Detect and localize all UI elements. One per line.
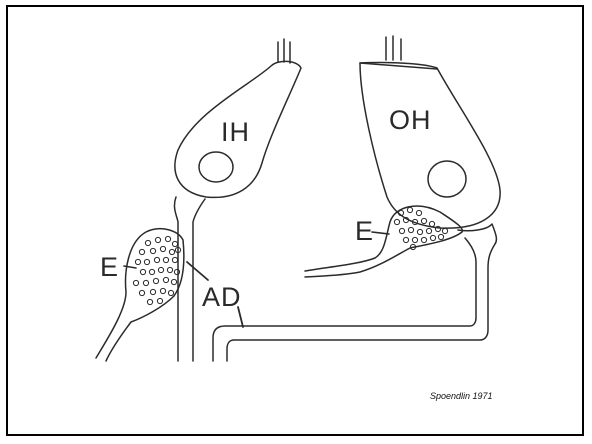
citation: Spoendlin 1971 bbox=[430, 391, 493, 401]
e-pointer-right bbox=[372, 232, 389, 234]
afferent-dendrite-ih bbox=[174, 197, 205, 361]
efferent-label-left: E bbox=[100, 252, 119, 282]
ad-pointer-to-ih bbox=[187, 262, 208, 280]
efferent-label-right: E bbox=[355, 216, 374, 246]
oh-nucleus bbox=[428, 161, 466, 197]
ih-label: IH bbox=[221, 117, 250, 147]
vesicles-left bbox=[133, 236, 180, 304]
ih-nucleus bbox=[199, 152, 233, 182]
efferent-ending-right bbox=[305, 206, 462, 277]
oh-stereocilia bbox=[386, 36, 401, 60]
oh-label: OH bbox=[389, 105, 432, 135]
ih-stereocilia bbox=[278, 39, 290, 63]
afferent-dendrite-label: AD bbox=[202, 282, 242, 312]
afferent-dendrite-oh-inner bbox=[213, 238, 476, 361]
outer-hair-cell bbox=[360, 63, 500, 229]
